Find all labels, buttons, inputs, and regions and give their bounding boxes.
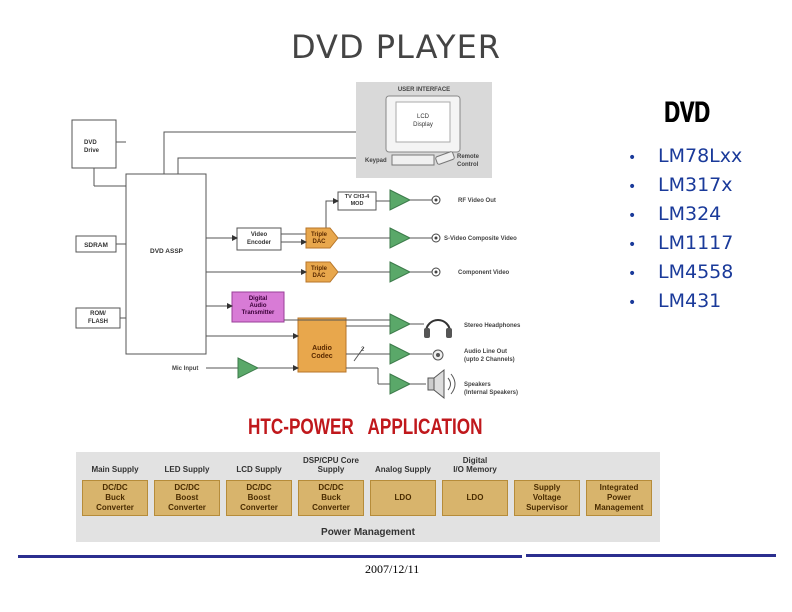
speaker-icon	[427, 368, 456, 400]
speakers-label: Speakers(Internal Speakers)	[464, 382, 518, 396]
part-label: LM78Lxx	[658, 145, 743, 167]
user-interface-label: USER INTERFACE	[398, 87, 450, 93]
remote-control-icon	[435, 151, 455, 165]
pm-block: DC/DC Boost Converter	[226, 480, 292, 516]
pm-block: DC/DC Boost Converter	[154, 480, 220, 516]
slide-title: DVD PLAYER	[290, 28, 502, 66]
part-item: • LM317x	[628, 171, 742, 200]
bullet-icon: •	[628, 266, 637, 282]
bullet-icon: •	[628, 208, 637, 224]
s-video-out-path	[338, 227, 441, 249]
pm-block: DC/DC Buck Converter	[298, 480, 364, 516]
lcd-line-2: Display	[413, 122, 433, 128]
line-out-label: Audio Line Out(upto 2 Channels)	[464, 349, 515, 363]
part-item: • LM78Lxx	[628, 142, 742, 171]
headphones-icon	[425, 319, 451, 333]
part-label: LM4558	[658, 261, 734, 283]
dvd-drive-block	[71, 119, 117, 169]
pm-block: LDO	[370, 480, 436, 516]
bullet-icon: •	[628, 179, 637, 195]
mic-amp-icon	[237, 357, 260, 379]
s-video-out-label: S-Video Composite Video	[444, 236, 517, 242]
pm-column-caption: Main Supply	[91, 465, 139, 474]
pm-block: LDO	[442, 480, 508, 516]
lcd-display-label: LCD Display	[413, 114, 433, 128]
part-item: • LM4558	[628, 258, 742, 287]
pm-block: Integrated Power Management	[586, 480, 652, 516]
part-item: • LM324	[628, 200, 742, 229]
lcd-line-1: LCD	[417, 114, 430, 120]
speakers-out-path	[346, 367, 456, 400]
bullet-icon: •	[628, 295, 637, 311]
slide-date: 2007/12/11	[365, 562, 420, 576]
pm-column-caption: LCD Supply	[236, 465, 282, 474]
sdram-label: SDRAM	[84, 242, 108, 249]
bus-width-label: 2	[361, 347, 365, 353]
keypad-label: Keypad	[365, 158, 387, 164]
pm-column-caption: Analog Supply	[375, 465, 431, 474]
pm-block: DC/DC Buck Converter	[82, 480, 148, 516]
keypad-icon	[391, 154, 435, 166]
bullet-icon: •	[628, 237, 637, 253]
rf-video-out-path	[376, 189, 441, 211]
footer-rule-right	[526, 554, 776, 557]
part-label: LM1117	[658, 232, 734, 254]
pm-block: Supply Voltage Supervisor	[514, 480, 580, 516]
part-label: LM324	[658, 203, 722, 225]
pm-column-caption: DSP/CPU Core Supply	[302, 456, 359, 474]
component-out-path	[338, 261, 441, 283]
footer-rule-left	[18, 555, 522, 558]
power-management-title: Power Management	[321, 527, 415, 538]
dvd-assp-label: DVD ASSP	[150, 248, 184, 255]
mic-input-label: Mic Input	[172, 366, 198, 372]
pm-column-caption: LED Supply	[164, 465, 210, 474]
rom-flash-label: ROM/FLASH	[88, 311, 108, 325]
component-out-label: Component Video	[458, 270, 510, 276]
line-out-path: 2	[346, 343, 444, 365]
parts-list: • LM78Lxx • LM317x • LM324 • LM1117 • LM4558 • LM43…	[628, 142, 742, 316]
headphones-label: Stereo Headphones	[464, 323, 521, 329]
bullet-icon: •	[628, 150, 637, 166]
dvd-assp-block	[125, 173, 207, 355]
part-label: LM431	[658, 290, 722, 312]
part-item: • LM1117	[628, 229, 742, 258]
bus-slash	[353, 346, 365, 362]
rf-video-out-label: RF Video Out	[458, 198, 496, 204]
headphones-out-path	[284, 313, 452, 338]
dvd-side-label: DVD	[664, 96, 710, 129]
pm-column-caption: Digital I/O Memory	[453, 456, 497, 474]
part-item: • LM431	[628, 287, 742, 316]
part-label: LM317x	[658, 174, 733, 196]
htc-power-heading: HTC-POWER APPLICATION	[248, 414, 483, 439]
